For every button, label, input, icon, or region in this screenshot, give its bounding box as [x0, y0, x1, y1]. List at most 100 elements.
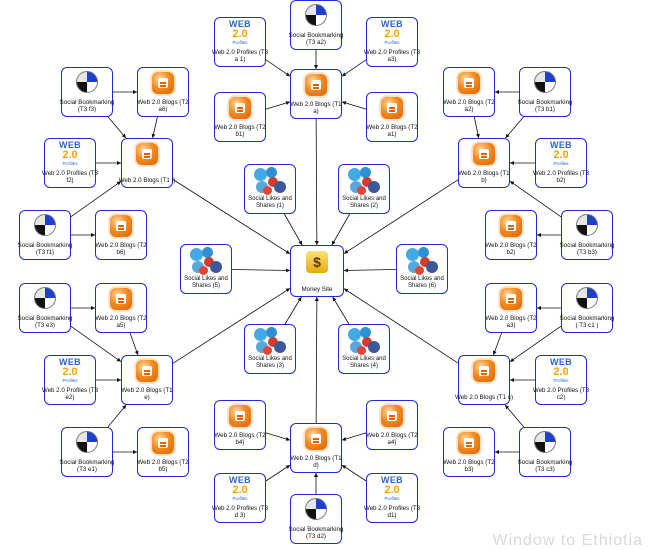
social-bookmark-icon [305, 4, 327, 26]
node-label: Web 2.0 Profiles (T3 b2) [532, 170, 590, 184]
node-t3f1[interactable]: Social Bookmarking (T3 f1) [17, 210, 73, 260]
edge-t3a1-to-t1a [265, 59, 291, 77]
node-t1a[interactable]: Web 2.0 Blogs (T1 a) [290, 69, 342, 119]
edge-s3-to-money [284, 296, 302, 325]
node-label: Web 2.0 Blogs (T1 f) [118, 177, 176, 184]
node-t2b4[interactable]: Web 2.0 Blogs (T2 b4) [214, 400, 266, 450]
edge-t3e3-to-t1e [70, 326, 122, 362]
node-label: Web 2.0 Profiles (T3 d1) [363, 505, 421, 519]
node-t1e[interactable]: Web 2.0 Blogs (T1 e) [121, 355, 173, 405]
node-t2b6[interactable]: Web 2.0 Blogs (T2 b6) [95, 210, 147, 260]
node-label: Web 2.0 Blogs (T1 a) [290, 101, 342, 115]
node-label: Social Bookmarking (T3 d2) [288, 526, 344, 540]
node-label: Social Bookmarking (T3 c3) [517, 459, 573, 473]
node-t3b3[interactable]: Social Bookmarking (T3 b3) [559, 210, 615, 260]
blogger-icon [229, 97, 251, 119]
node-s6[interactable]: Social Likes and Shares (6) [396, 244, 448, 294]
node-t3d2[interactable]: Social Bookmarking (T3 d2) [288, 494, 344, 544]
edge-t3b1-to-t1b [505, 116, 524, 139]
edge-t1c-to-money [343, 288, 459, 364]
node-t1d[interactable]: Web 2.0 Blogs (T1 d) [290, 423, 342, 473]
node-t1c[interactable]: Web 2.0 Blogs (T1 c) [455, 355, 513, 405]
blogger-icon [381, 97, 403, 119]
edge-t3f1-to-t1f [70, 181, 122, 217]
node-t3c3[interactable]: Social Bookmarking (T3 c3) [517, 427, 573, 477]
social-network-icons [252, 327, 288, 357]
edge-t3d1-to-t1d [341, 464, 367, 482]
blogger-icon [381, 405, 403, 427]
node-label: Web 2.0 Blogs (T1 d) [290, 455, 342, 469]
node-label: Web 2.0 Blogs (T2 b6) [95, 242, 147, 256]
node-s5[interactable]: Social Likes and Shares (5) [180, 244, 232, 294]
node-label: Social Bookmarking (T3 f3) [59, 99, 115, 113]
social-bookmark-icon [305, 498, 327, 520]
blogger-icon [458, 432, 480, 454]
social-network-icons [346, 327, 382, 357]
edge-t3f3-to-t1f [107, 116, 127, 139]
edge-t1f-to-money [172, 179, 291, 255]
edge-t2a4-to-t1d [341, 432, 367, 441]
node-label: Social Bookmarking (T3 f1) [17, 242, 73, 256]
node-t2b5[interactable]: Web 2.0 Blogs (T2 b5) [137, 427, 189, 477]
node-s3[interactable]: Social Likes and Shares (3) [244, 324, 296, 374]
edge-t3c3-to-t1c [504, 404, 525, 428]
edge-s4-to-money [332, 296, 350, 325]
node-t3a2[interactable]: Social Bookmarking (T3 a2) [288, 0, 344, 50]
node-s1[interactable]: Social Likes and Shares (1) [244, 164, 296, 214]
node-t1f[interactable]: Web 2.0 Blogs (T1 f) [118, 138, 176, 188]
node-t1b[interactable]: Web 2.0 Blogs (T1 b) [458, 138, 510, 188]
edge-t3e1-to-t1e [107, 404, 127, 428]
node-label: Social Likes and Shares (2) [342, 196, 386, 209]
node-label: Web 2.0 Blogs (T2 a2) [443, 99, 495, 113]
node-label: Web 2.0 Profiles (T3 e2) [41, 387, 99, 401]
node-t2a3[interactable]: Web 2.0 Blogs (T2 a3) [485, 283, 537, 333]
node-t2a5[interactable]: Web 2.0 Blogs (T2 a5) [95, 283, 147, 333]
node-t3b1[interactable]: Social Bookmarking (T3 b1) [518, 67, 572, 117]
edge-t2a5-to-t1e [129, 332, 139, 356]
social-bookmark-icon [576, 287, 598, 309]
node-t2a4[interactable]: Web 2.0 Blogs (T2 a4) [366, 400, 418, 450]
edge-t1b-to-money [343, 179, 459, 254]
node-t3f3[interactable]: Social Bookmarking (T3 f3) [59, 67, 115, 117]
edge-t2a6-to-t1f [151, 116, 158, 139]
node-t3e1[interactable]: Social Bookmarking (T3 e1) [60, 427, 114, 477]
node-t2a6[interactable]: Web 2.0 Blogs (T2 a6) [137, 67, 189, 117]
node-t2a1[interactable]: Web 2.0 Blogs (T2 a1) [366, 92, 418, 142]
node-t2b3[interactable]: Web 2.0 Blogs (T2 b3) [443, 427, 495, 477]
node-label: Web 2.0 Blogs (T2 b4) [214, 432, 266, 446]
social-bookmark-icon [34, 287, 56, 309]
node-s2[interactable]: Social Likes and Shares (2) [338, 164, 390, 214]
money-site-node[interactable]: Money Site [290, 245, 344, 297]
social-bookmark-icon [576, 214, 598, 236]
node-t2a2[interactable]: Web 2.0 Blogs (T2 a2) [443, 67, 495, 117]
node-s4[interactable]: Social Likes and Shares (4) [338, 324, 390, 374]
blogger-icon [152, 72, 174, 94]
node-t3c1[interactable]: Social Bookmarking ( T3 c1 ) [560, 283, 614, 333]
node-label: Social Bookmarking (T3 a2) [288, 32, 344, 46]
edge-t2a2-to-t1b [473, 116, 480, 139]
edge-s1-to-money [283, 213, 303, 246]
node-t3e3[interactable]: Social Bookmarking (T3 e3) [18, 283, 72, 333]
node-label: Social Likes and Shares (6) [400, 276, 444, 289]
edge-t3d3-to-t1d [265, 464, 291, 482]
node-t2b2[interactable]: Web 2.0 Blogs (T2 b2) [485, 210, 537, 260]
node-label: Web 2.0 Blogs (T2 b1) [214, 124, 266, 138]
edge-t2a1-to-t1a [341, 101, 367, 110]
node-label: Web 2.0 Profiles (T3 d 3) [211, 505, 269, 519]
node-label: Social Bookmarking (T3 b3) [559, 242, 615, 256]
blogger-icon [305, 428, 327, 450]
node-t2b1[interactable]: Web 2.0 Blogs (T2 b1) [214, 92, 266, 142]
